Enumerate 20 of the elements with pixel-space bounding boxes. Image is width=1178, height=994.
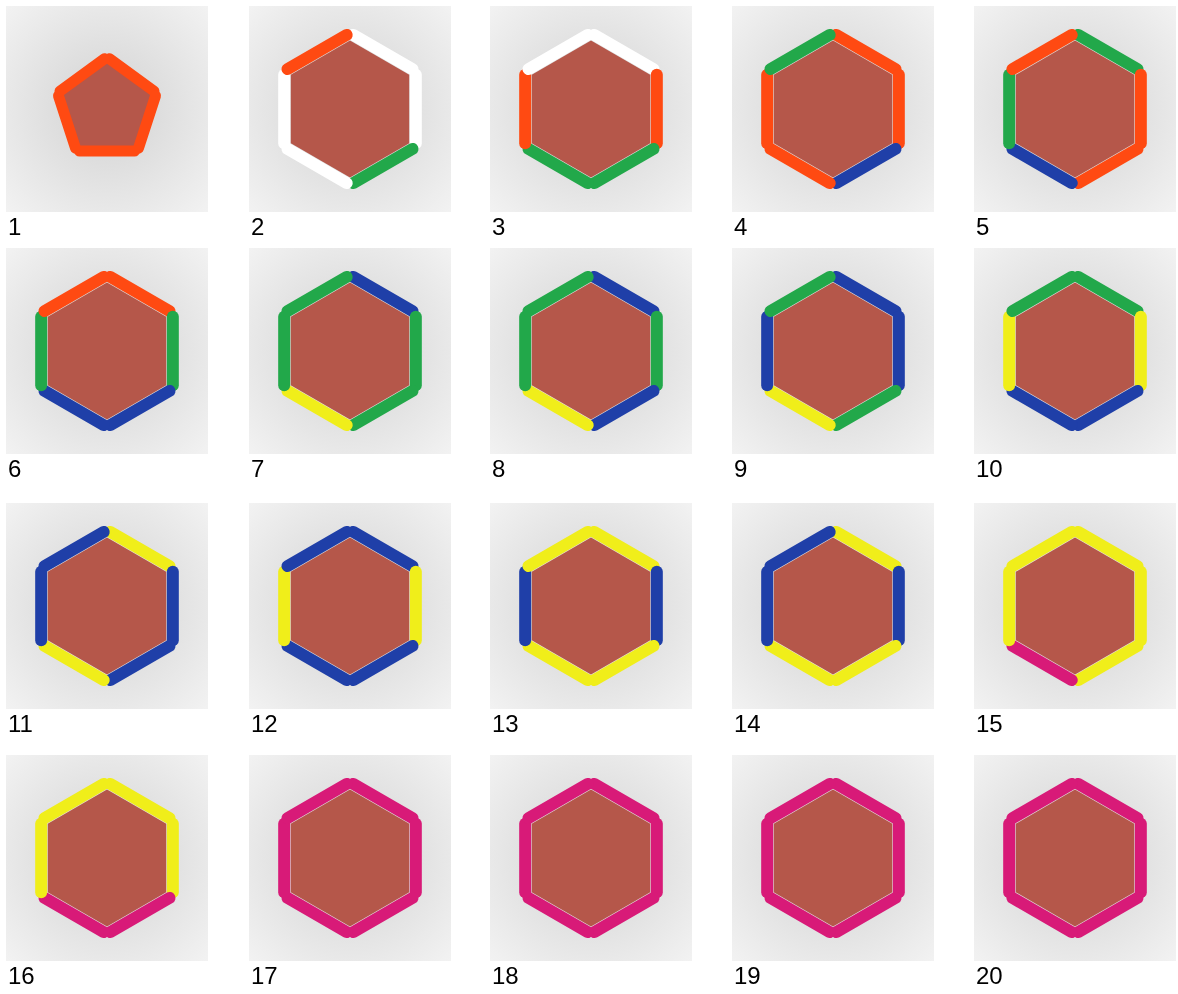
figure-number: 2 [251,214,265,240]
figure-number: 3 [492,214,506,240]
figure-number: 9 [734,456,748,482]
figure-number: 12 [251,711,278,737]
figure-number: 10 [976,456,1003,482]
figure-number: 16 [8,963,35,989]
figure-number: 20 [976,963,1003,989]
figure-number: 11 [8,711,33,737]
figure-number: 19 [734,963,761,989]
figure-number: 13 [492,711,519,737]
figure-number: 18 [492,963,519,989]
figure-number: 6 [8,456,22,482]
figure-number: 15 [976,711,1003,737]
figure-number: 17 [251,963,278,989]
figure-number: 8 [492,456,506,482]
figure-number: 7 [251,456,265,482]
figure-number: 1 [8,214,22,240]
figure-number: 14 [734,711,761,737]
figure-number: 4 [734,214,748,240]
figure-number: 5 [976,214,990,240]
